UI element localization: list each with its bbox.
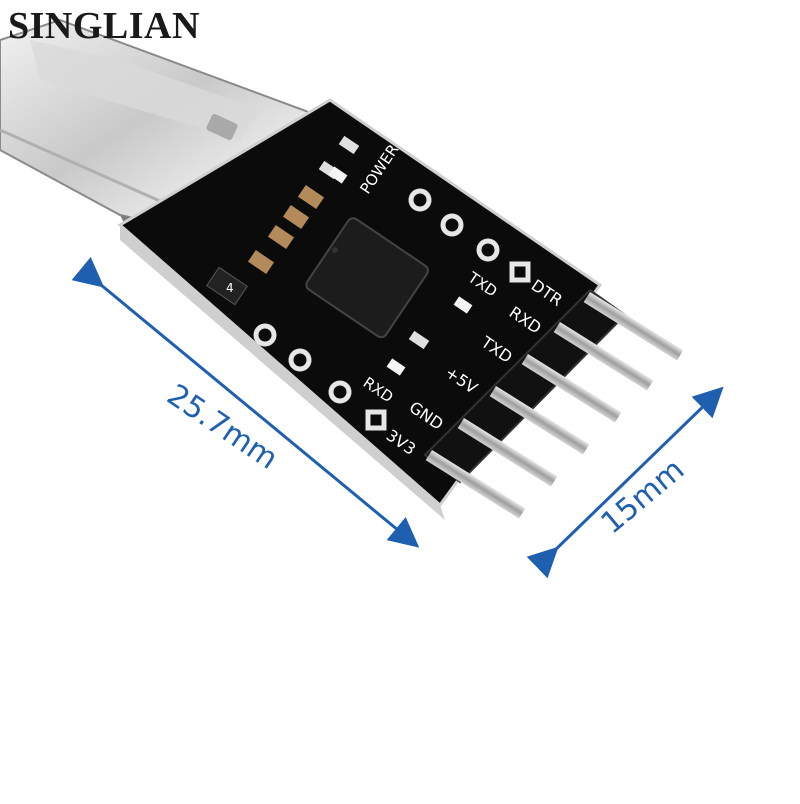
power-led <box>328 166 348 184</box>
length-label: 25.7mm <box>161 378 284 477</box>
header-pin-2 <box>553 322 654 391</box>
capacitor-3 <box>297 185 325 209</box>
width-dimension: 15mm <box>526 386 724 579</box>
header-pin-1 <box>583 292 684 361</box>
capacitor-2 <box>267 225 295 249</box>
chip-marking: 4 <box>226 281 234 295</box>
resistor-2 <box>338 135 360 155</box>
header-pin-6 <box>425 449 526 519</box>
pad-row-top <box>408 188 531 283</box>
capacitor-4 <box>282 205 310 229</box>
txd-led <box>453 296 473 314</box>
brand-watermark: SINGLIAN <box>8 5 200 47</box>
